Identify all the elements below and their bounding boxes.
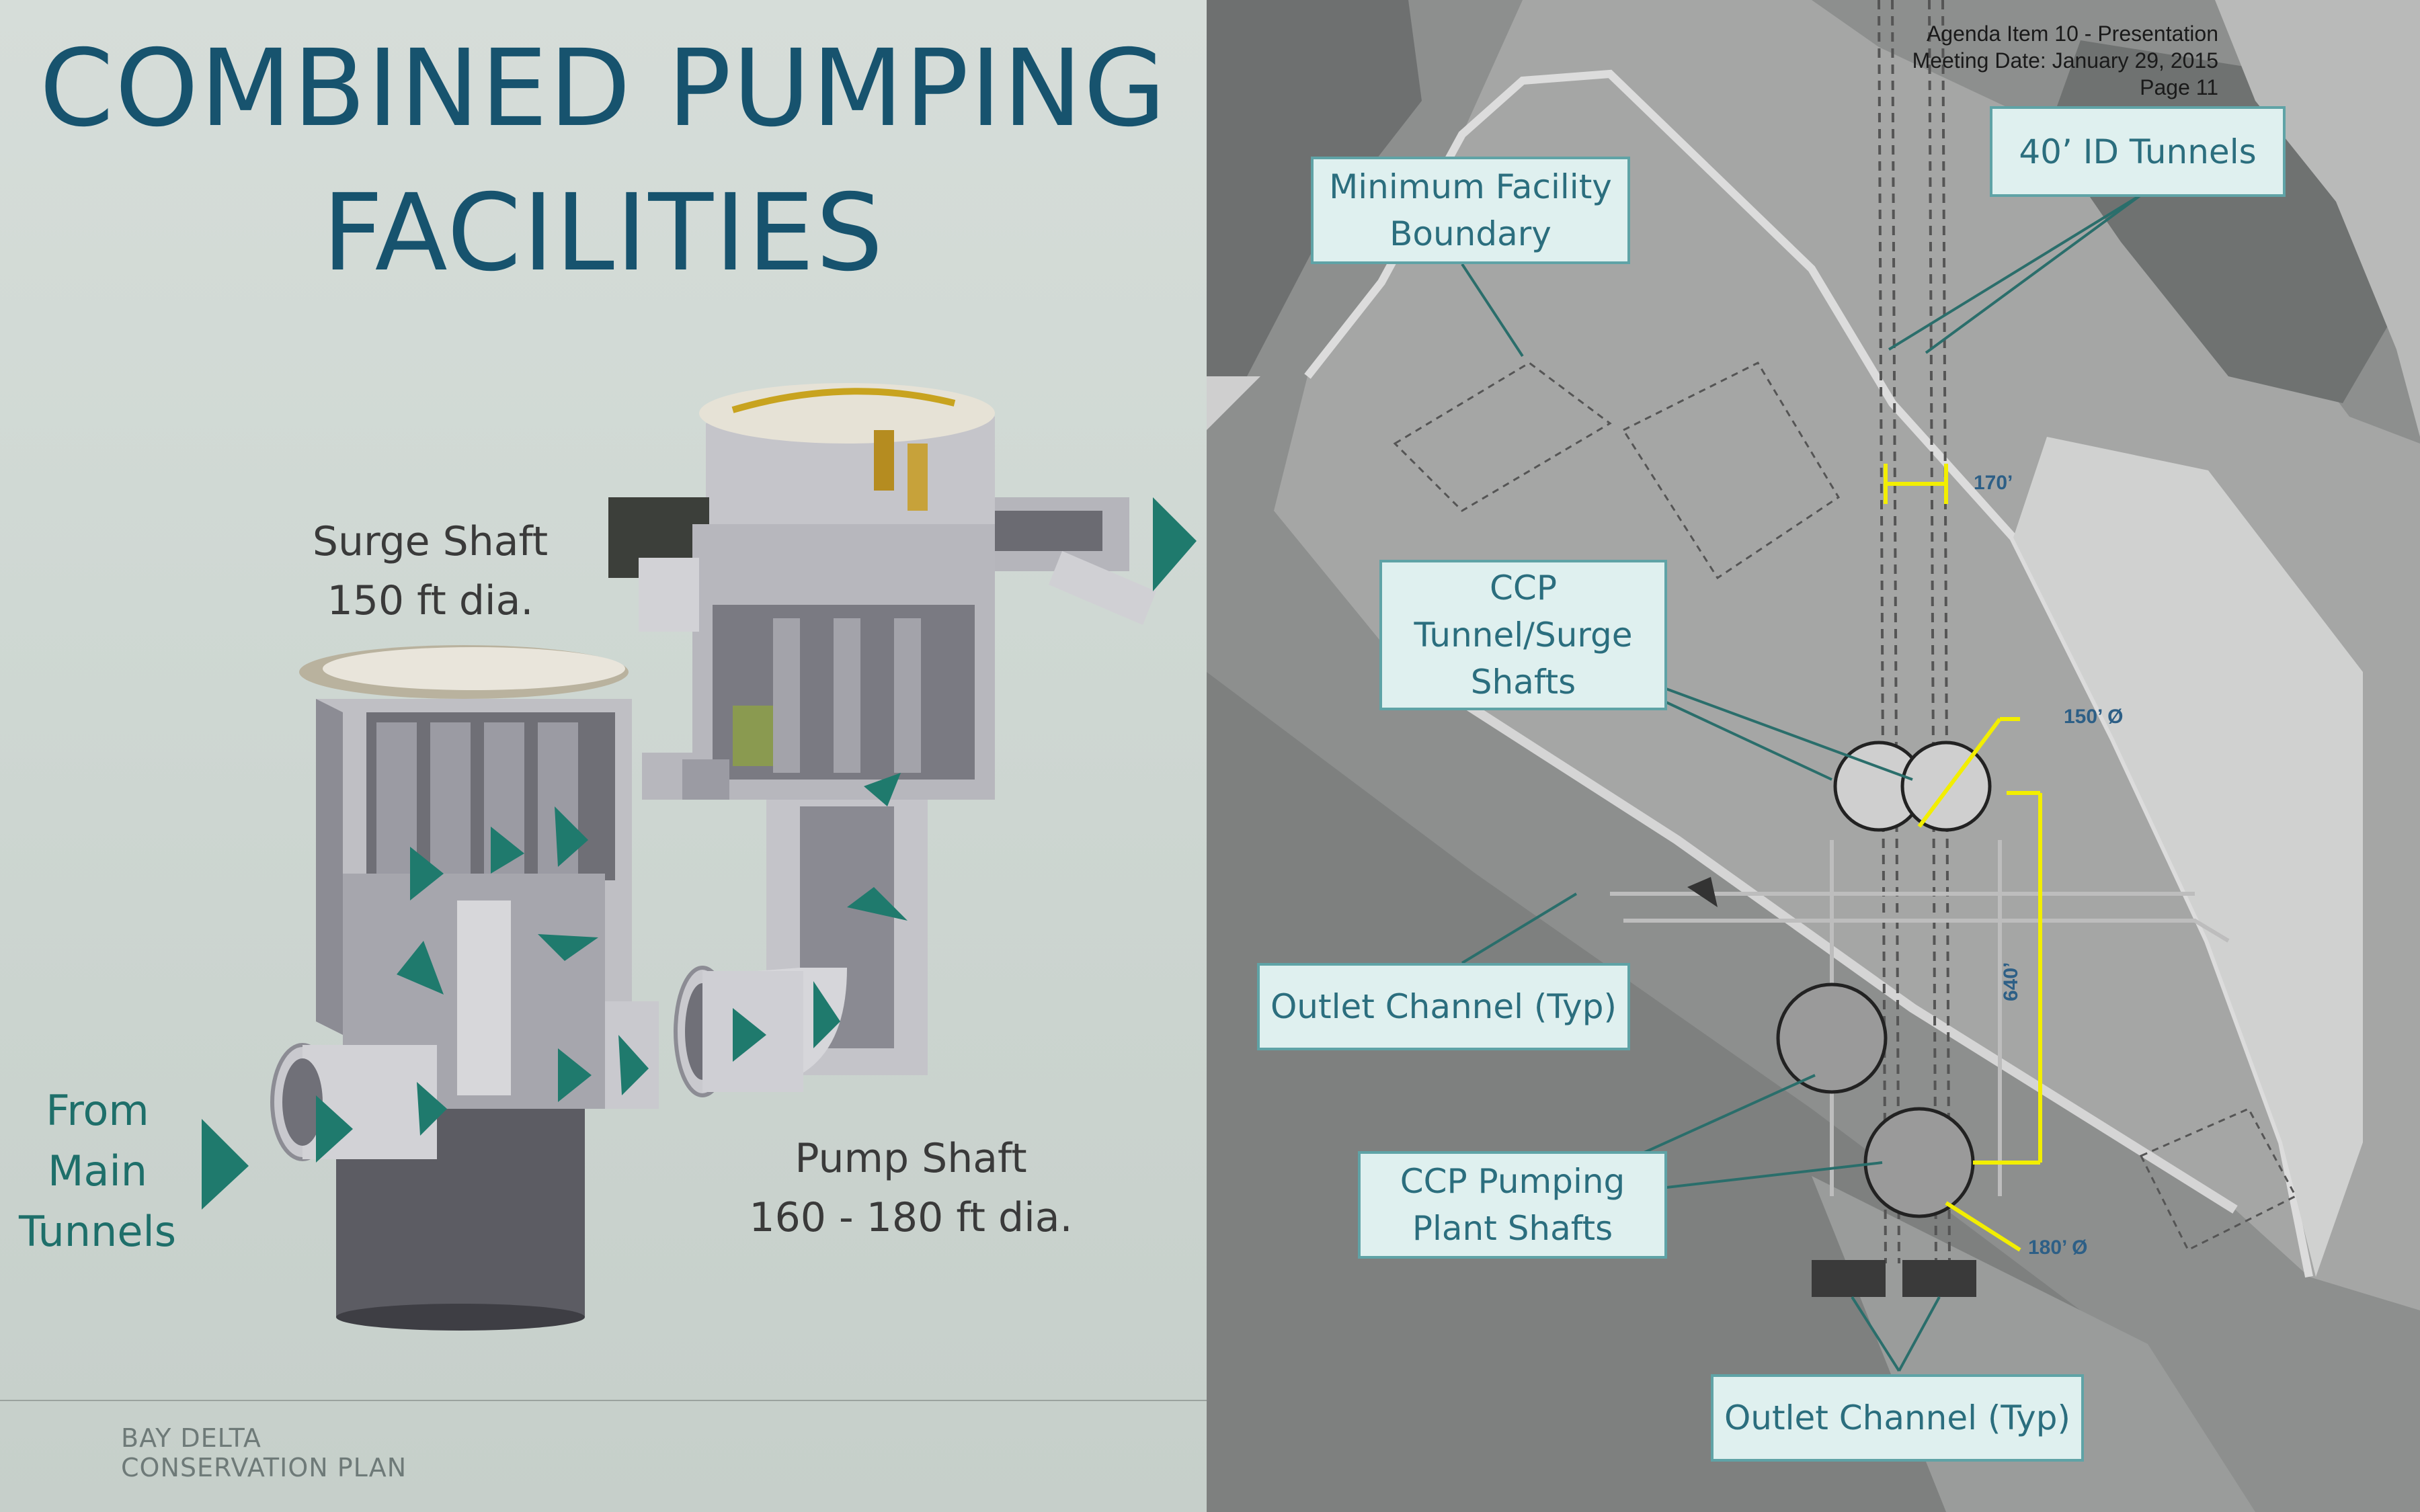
callout-text: 40’ ID Tunnels bbox=[2019, 132, 2257, 171]
callout-ccp-tunnel-surge-shafts: CCP Tunnel/Surge Shafts bbox=[1379, 560, 1667, 710]
page-number: Page 11 bbox=[2140, 75, 2218, 99]
callout-minimum-facility-boundary: Minimum Facility Boundary bbox=[1311, 157, 1630, 264]
dimension-170: 170’ bbox=[1974, 472, 2013, 494]
from-label-line3: Tunnels bbox=[18, 1207, 176, 1256]
callout-text: Outlet Channel (Typ) bbox=[1270, 987, 1617, 1026]
callout-text: Minimum Facility bbox=[1329, 167, 1612, 206]
callout-id-tunnels: 40’ ID Tunnels bbox=[1990, 106, 2286, 197]
from-main-tunnels-label: From Main Tunnels bbox=[0, 1081, 195, 1262]
footer-divider bbox=[0, 1400, 1207, 1401]
callout-ccp-pumping-plant-shafts: CCP Pumping Plant Shafts bbox=[1358, 1151, 1667, 1259]
agenda-item: Agenda Item 10 - Presentation bbox=[1926, 22, 2218, 46]
callout-text: Plant Shafts bbox=[1412, 1209, 1613, 1248]
pump-shaft-title: Pump Shaft bbox=[795, 1135, 1027, 1182]
callout-outlet-channel-1: Outlet Channel (Typ) bbox=[1257, 963, 1630, 1050]
callout-text: Outlet Channel (Typ) bbox=[1724, 1398, 2071, 1437]
callout-text: CCP Pumping bbox=[1400, 1162, 1625, 1201]
surge-shaft-model bbox=[270, 645, 659, 1331]
surge-shaft-diameter: 150 ft dia. bbox=[327, 577, 534, 624]
from-label-line2: Main bbox=[47, 1146, 147, 1195]
agenda-header: Agenda Item 10 - Presentation Meeting Da… bbox=[1815, 20, 2218, 101]
meeting-date: Meeting Date: January 29, 2015 bbox=[1912, 48, 2218, 73]
surge-shaft-title: Surge Shaft bbox=[312, 518, 549, 565]
page-title-line1: COMBINED PUMPING bbox=[39, 27, 1168, 151]
callout-outlet-channel-2: Outlet Channel (Typ) bbox=[1711, 1374, 2084, 1462]
callout-text: CCP bbox=[1490, 569, 1557, 607]
logo-line2: CONSERVATION PLAN bbox=[121, 1453, 407, 1482]
callout-text: Tunnel/Surge bbox=[1414, 616, 1633, 655]
outflow-arrow bbox=[1153, 497, 1197, 591]
pump-shaft-diameter: 160 - 180 ft dia. bbox=[749, 1194, 1073, 1241]
pump-shaft-label: Pump Shaft 160 - 180 ft dia. bbox=[733, 1129, 1089, 1247]
from-label-line1: From bbox=[46, 1086, 149, 1135]
pumping-plant-shafts bbox=[1776, 982, 1975, 1218]
pump-shaft-model bbox=[608, 383, 1156, 1097]
callout-text: Boundary bbox=[1389, 214, 1551, 253]
left-panel: COMBINED PUMPING FACILITIES bbox=[0, 0, 1207, 1512]
page-title-line2: FACILITIES bbox=[322, 171, 885, 295]
callout-text: Shafts bbox=[1470, 663, 1576, 702]
logo-line1: BAY DELTA bbox=[121, 1423, 261, 1453]
pumping-facility-cutaway-model bbox=[202, 383, 1197, 1331]
dimension-150: 150’ Ø bbox=[2064, 706, 2124, 728]
inflow-arrow bbox=[202, 1119, 249, 1210]
surge-shaft-label: Surge Shaft 150 ft dia. bbox=[289, 512, 571, 630]
dimension-640: 640’ bbox=[2000, 962, 2022, 1001]
dimension-180: 180’ Ø bbox=[2028, 1236, 2088, 1259]
